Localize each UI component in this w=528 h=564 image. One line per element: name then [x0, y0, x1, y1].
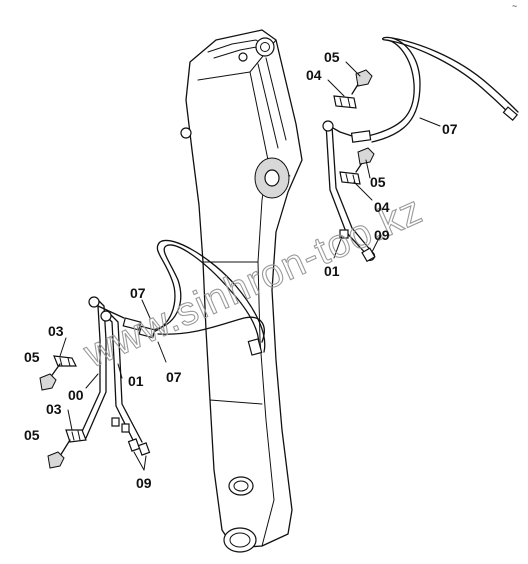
label-04-upper: 04 [306, 67, 322, 83]
clamp-04-upper [333, 95, 357, 109]
label-01-left: 01 [128, 373, 144, 389]
hose-07-right [350, 36, 519, 143]
clamp-03-lower [65, 429, 87, 443]
bolt-05-left-upper [39, 363, 61, 391]
label-09-right: 09 [374, 227, 390, 243]
part-labels: 05 04 07 05 04 09 01 07 03 05 07 01 00 0… [24, 49, 458, 491]
pipe-01-left [97, 305, 143, 447]
label-03-lower: 03 [46, 401, 62, 417]
hose-07-center [122, 239, 266, 356]
corner-mark: ~ [512, 1, 517, 11]
leader-lines [59, 61, 441, 471]
clamp-04-lower [339, 171, 361, 185]
label-05-left-upper: 05 [24, 349, 40, 365]
label-05-left-lower: 05 [24, 427, 40, 443]
bottom-pin-boss [223, 527, 257, 553]
lower-boss [228, 476, 254, 496]
label-09-bottom: 09 [136, 475, 152, 491]
label-07-right: 07 [442, 121, 458, 137]
label-03-upper: 03 [48, 323, 64, 339]
boom-arm [180, 29, 303, 553]
pipe-00-left [79, 296, 107, 439]
fitting-09-right [361, 247, 376, 263]
bolt-05-top [351, 69, 373, 95]
label-07-lower: 07 [166, 369, 182, 385]
bolt-05-right [355, 147, 375, 173]
top-pin-hole [255, 37, 275, 57]
bolt-05-left-lower [47, 439, 71, 469]
bracket-hole [238, 52, 248, 62]
label-05-right: 05 [370, 174, 386, 190]
label-07-center: 07 [130, 285, 146, 301]
label-00: 00 [68, 387, 84, 403]
clamp-03-upper [53, 355, 77, 367]
fittings-09-bottom [127, 438, 151, 456]
side-hole [180, 127, 192, 139]
label-04-lower: 04 [374, 199, 390, 215]
label-01-right: 01 [324, 263, 340, 279]
label-05-top: 05 [324, 49, 340, 65]
